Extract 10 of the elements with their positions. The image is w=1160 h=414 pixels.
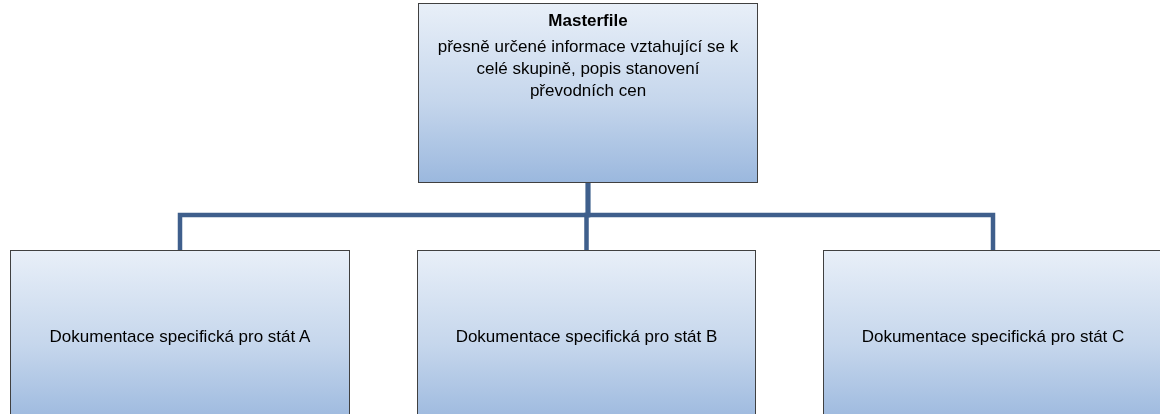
process-box: [10, 250, 350, 414]
box-text: Dokumentace specifická pro stát C: [861, 326, 1125, 349]
box-text: Dokumentace specifická pro stát B: [455, 326, 718, 349]
box-text: Dokumentace specifická pro stát A: [49, 326, 311, 349]
process-box: [418, 3, 758, 183]
box-text: přesně určené informace vztahující se k celé skupině, popis stanovení převodních cen: [436, 36, 740, 103]
process-box: [823, 250, 1160, 414]
box-heading: Masterfile: [548, 10, 628, 32]
connector-line: [585, 183, 996, 250]
process-box: [417, 250, 756, 414]
